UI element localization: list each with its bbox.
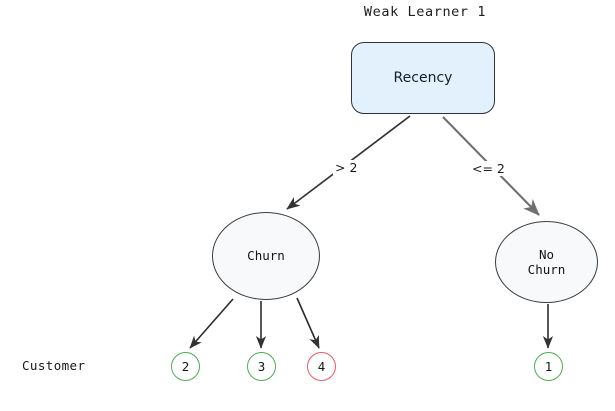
edge-label-less-equal-2: <= 2 bbox=[470, 161, 507, 176]
customer-circle-4-value: 4 bbox=[317, 359, 326, 374]
node-churn-label: Churn bbox=[247, 248, 285, 264]
node-recency-label: Recency bbox=[393, 70, 453, 86]
customer-circle-4[interactable]: 4 bbox=[307, 352, 336, 381]
customer-circle-3-value: 3 bbox=[257, 359, 266, 374]
customer-circle-2-value: 2 bbox=[181, 359, 190, 374]
edge-churn-to-customer-2 bbox=[189, 298, 234, 349]
customer-circle-1-value: 1 bbox=[544, 359, 553, 374]
edge-label-greater-than-2: > 2 bbox=[333, 160, 360, 175]
diagram-title: Weak Learner 1 bbox=[363, 4, 487, 20]
customer-row-label: Customer bbox=[22, 358, 86, 373]
node-churn[interactable]: Churn bbox=[212, 212, 320, 300]
customer-circle-1[interactable]: 1 bbox=[534, 352, 563, 381]
customer-circle-3[interactable]: 3 bbox=[247, 352, 276, 381]
node-no-churn-label: No Churn bbox=[527, 246, 566, 277]
customer-circle-2[interactable]: 2 bbox=[171, 352, 200, 381]
edge-churn-to-customer-4 bbox=[296, 297, 320, 349]
node-no-churn[interactable]: No Churn bbox=[495, 221, 598, 303]
node-recency[interactable]: Recency bbox=[351, 42, 495, 114]
